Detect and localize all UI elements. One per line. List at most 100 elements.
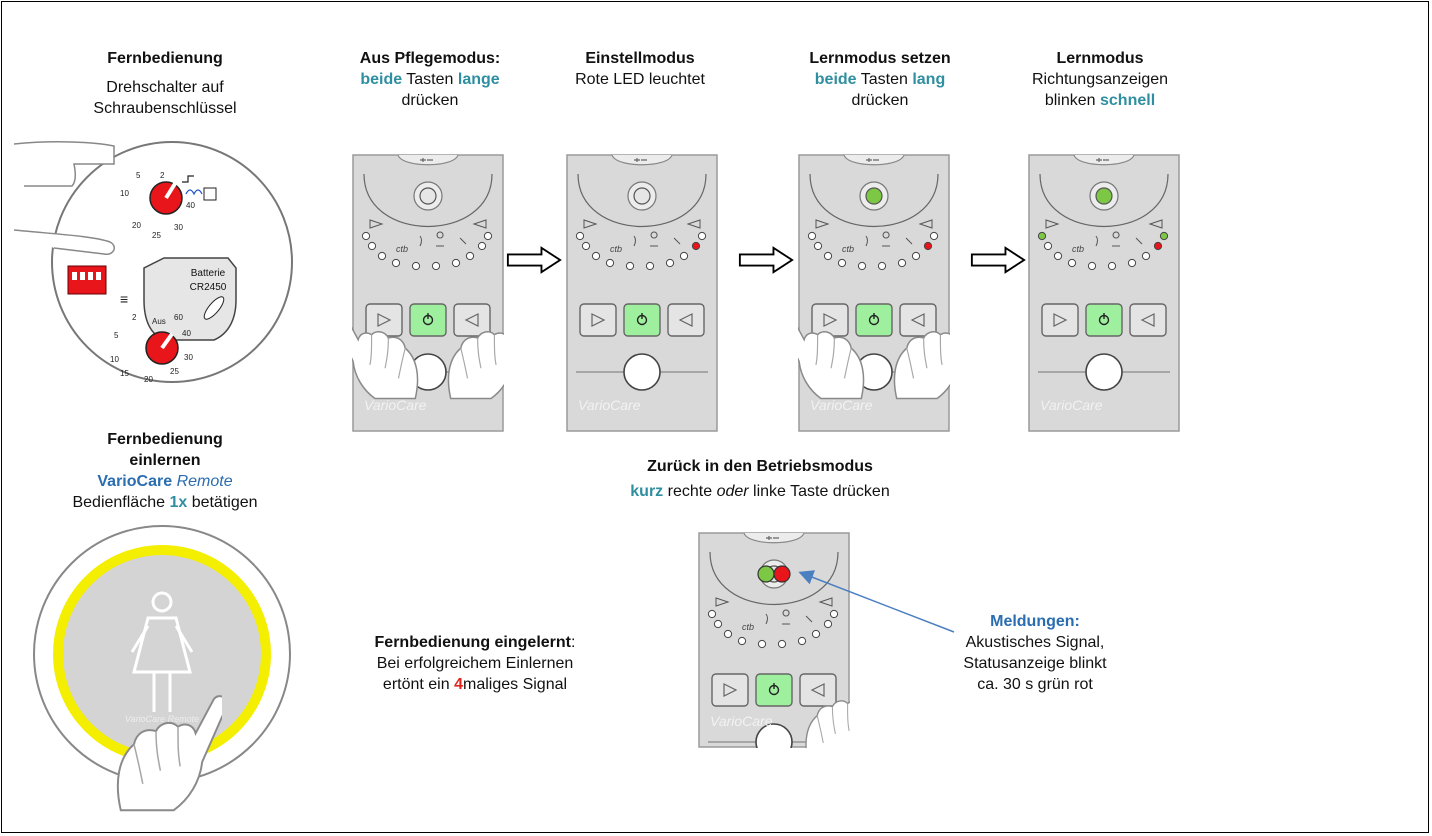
indicator-led xyxy=(697,231,707,241)
indicator-led xyxy=(713,619,723,629)
svg-text:40: 40 xyxy=(186,201,195,210)
svg-text:60: 60 xyxy=(174,313,183,322)
step-arrow-2 xyxy=(738,246,794,274)
left-button[interactable] xyxy=(1129,303,1167,337)
indicator-led xyxy=(477,241,487,251)
svg-text:15: 15 xyxy=(120,369,129,378)
remote-word: Remote xyxy=(176,473,233,490)
panel-brand: VarioCare xyxy=(810,397,873,413)
remote-instruction-line1: Drehschalter auf xyxy=(106,79,224,96)
round-remote-illustration: VarioCare Remote xyxy=(33,525,291,812)
indicator-led xyxy=(823,619,833,629)
indicator-led xyxy=(1087,261,1097,271)
indicator-led xyxy=(691,241,701,251)
indicator-led xyxy=(1043,241,1053,251)
step2-caption: Einstellmodus Rote LED leuchtet xyxy=(575,50,705,88)
indicator-led xyxy=(1127,258,1137,268)
svg-text:20: 20 xyxy=(132,221,141,230)
center-button[interactable] xyxy=(623,353,661,391)
ctb-mark: ctb xyxy=(742,622,754,632)
svg-text:VarioCare Remote: VarioCare Remote xyxy=(125,714,199,724)
panel-buttons xyxy=(1041,303,1167,337)
panel-brand: VarioCare xyxy=(364,397,427,413)
indicator-led xyxy=(811,629,821,639)
indicator-led xyxy=(807,231,817,241)
indicator-led xyxy=(777,639,787,649)
step1-caption: Aus Pflegemodus: beide Tasten lange drüc… xyxy=(359,50,501,109)
indicator-led xyxy=(923,241,933,251)
indicator-led xyxy=(897,258,907,268)
panel-brand: VarioCare xyxy=(578,397,641,413)
svg-text:20: 20 xyxy=(144,375,153,384)
step-arrow-1 xyxy=(506,246,562,274)
indicator-led xyxy=(431,261,441,271)
panel-buttons xyxy=(365,303,491,337)
indicator-led xyxy=(591,251,601,261)
ctb-mark: ctb xyxy=(1072,244,1084,254)
svg-text:5: 5 xyxy=(136,171,141,180)
upper-dial-labels: 5 2 10 40 20 30 25 xyxy=(120,171,195,240)
panel-buttons xyxy=(579,303,705,337)
svg-text:10: 10 xyxy=(110,355,119,364)
indicator-led xyxy=(707,609,717,619)
status-led xyxy=(633,187,651,205)
indicator-led xyxy=(377,251,387,261)
indicator-led xyxy=(911,251,921,261)
indicator-led xyxy=(929,231,939,241)
indicator-led xyxy=(645,261,655,271)
svg-text:2: 2 xyxy=(160,171,165,180)
svg-text:30: 30 xyxy=(174,223,183,232)
svg-text:25: 25 xyxy=(152,231,161,240)
key-icon xyxy=(766,536,779,540)
right-button[interactable] xyxy=(579,303,617,337)
indicator-led xyxy=(679,251,689,261)
right-button[interactable] xyxy=(1041,303,1079,337)
status-led xyxy=(419,187,437,205)
svg-text:Batterie: Batterie xyxy=(191,268,226,279)
power-button[interactable] xyxy=(623,303,661,337)
left-button[interactable] xyxy=(899,303,937,337)
panel-buttons xyxy=(711,673,837,707)
right-button[interactable] xyxy=(711,673,749,707)
remote-internals-illustration: 5 2 10 40 20 30 25 Batterie CR2450 ≡ 2 A… xyxy=(14,141,293,384)
indicator-led xyxy=(837,258,847,268)
key-icon xyxy=(1096,158,1109,162)
indicator-led xyxy=(829,609,839,619)
svg-text:CR2450: CR2450 xyxy=(190,282,227,293)
svg-text:10: 10 xyxy=(120,189,129,198)
left-button[interactable] xyxy=(453,303,491,337)
power-button[interactable] xyxy=(755,673,793,707)
power-button[interactable] xyxy=(855,303,893,337)
svg-text:Aus: Aus xyxy=(152,317,166,326)
battery-holder xyxy=(143,257,237,341)
back-instruction: kurz rechte oder linke Taste drücken xyxy=(630,483,890,500)
indicator-led xyxy=(391,258,401,268)
ctb-mark: ctb xyxy=(842,244,854,254)
status-led xyxy=(865,187,883,205)
remote-instruction-line2: Schraubenschlüssel xyxy=(93,100,237,117)
indicator-led xyxy=(1153,241,1163,251)
power-button[interactable] xyxy=(409,303,447,337)
power-button[interactable] xyxy=(1085,303,1123,337)
indicator-led xyxy=(1067,258,1077,268)
right-button[interactable] xyxy=(811,303,849,337)
status-led xyxy=(1095,187,1113,205)
svg-text:2: 2 xyxy=(132,313,137,322)
step4-caption: Lernmodus Richtungsanzeigen blinken schn… xyxy=(1031,50,1169,109)
indicator-led xyxy=(1053,251,1063,261)
center-button[interactable] xyxy=(755,723,793,748)
left-button[interactable] xyxy=(667,303,705,337)
svg-text:≡: ≡ xyxy=(120,291,128,307)
panel-brand: VarioCare xyxy=(710,713,773,729)
indicator-led xyxy=(737,636,747,646)
callout-arrow xyxy=(798,570,955,633)
right-button[interactable] xyxy=(365,303,403,337)
back-title: Zurück in den Betriebsmodus xyxy=(647,458,873,475)
svg-text:40: 40 xyxy=(182,329,191,338)
status-led-green xyxy=(757,565,775,583)
left-button[interactable] xyxy=(799,673,837,707)
center-button[interactable] xyxy=(1085,353,1123,391)
step3-caption: Lernmodus setzen beide Tasten lang drück… xyxy=(809,50,951,109)
